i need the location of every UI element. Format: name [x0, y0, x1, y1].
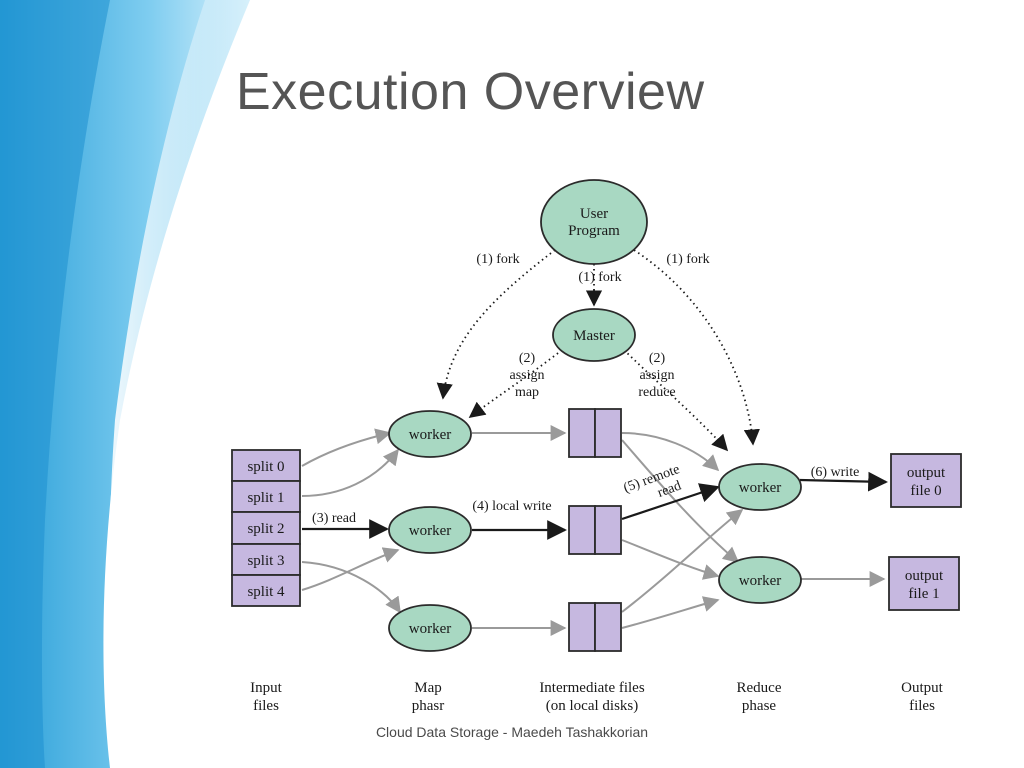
fork-mid-label: (1) fork: [578, 270, 621, 285]
intermediate-files-label-line2: (on local disks): [546, 698, 638, 714]
assign-reduce-arrow: [623, 349, 729, 452]
map-worker-bot: worker: [388, 604, 472, 652]
inter-mid-to-reduce-bot-arrow: [621, 539, 720, 580]
user-program-label-line2: Program: [568, 223, 620, 239]
slide-title: Execution Overview: [236, 63, 705, 121]
assign-map-label-line3: map: [515, 385, 539, 400]
assign-map-arrow: [468, 349, 563, 418]
worker-label: worker: [739, 573, 781, 589]
fork-right-arrow: [633, 249, 760, 446]
split4-to-worker-arrow: [301, 547, 400, 591]
split-2-label: split 2: [247, 521, 284, 537]
assign-map-label-line2: assign: [510, 368, 545, 383]
reduce-worker-top: worker: [718, 463, 802, 511]
inter-top-to-reduce-bot-arrow: [621, 439, 740, 564]
worker-label: worker: [409, 427, 451, 443]
worker-label: worker: [409, 621, 451, 637]
reduce-phase-label-line1: Reduce: [737, 680, 782, 696]
worker-label: worker: [739, 480, 781, 496]
fork-left-arrow: [436, 249, 556, 400]
input-files-label-line1: Input: [250, 680, 282, 696]
split3-to-worker-arrow: [301, 561, 401, 614]
output-file-0-line1: output: [907, 465, 946, 481]
split-3-label: split 3: [247, 553, 284, 569]
intermediate-file-mid: [568, 505, 622, 555]
output-files-label-line1: Output: [901, 680, 944, 696]
map-phase-label-line2: phasr: [412, 698, 445, 714]
local-write-label: (4) local write: [472, 499, 551, 514]
intermediate-files-label-line1: Intermediate files: [539, 680, 645, 696]
assign-map-label-line1: (2): [519, 351, 536, 366]
split-4-label: split 4: [247, 584, 285, 600]
assign-reduce-label-line1: (2): [649, 351, 666, 366]
fork-right-label: (1) fork: [666, 252, 709, 267]
split-4-box: [231, 574, 301, 607]
split-1-box: [231, 480, 301, 513]
input-splits: split 0 split 1 split 2 split 3 split 4: [231, 449, 301, 607]
inter-top-to-reduce-top-arrow: [621, 432, 720, 472]
output-file-1-line1: output: [905, 568, 944, 584]
output-file-0-line2: file 0: [910, 483, 941, 499]
worker-label: worker: [409, 523, 451, 539]
split1-to-worker-arrow: [301, 448, 399, 497]
user-program-node: User Program: [540, 179, 648, 265]
output-file-0: output file 0: [890, 453, 962, 508]
fork-left-label: (1) fork: [476, 252, 519, 267]
map-worker-top: worker: [388, 410, 472, 458]
write-arrow: [799, 471, 888, 492]
input-files-label-line2: files: [253, 698, 279, 714]
user-program-label-line1: User: [580, 206, 608, 222]
background-swoosh: [0, 0, 255, 768]
read-label: (3) read: [312, 511, 356, 526]
output-files-label-line2: files: [909, 698, 935, 714]
map-phase-label-line1: Map: [414, 680, 442, 696]
inter-bot-to-reduce-top-arrow: [621, 509, 744, 613]
write-label: (6) write: [811, 465, 860, 480]
split-0-label: split 0: [247, 459, 284, 475]
inter-bot-to-reduce-bot-arrow: [621, 596, 720, 629]
reduce-worker-bot: worker: [718, 556, 802, 604]
reduce-phase-label-line2: phase: [742, 698, 776, 714]
remote-read-arrow: [621, 483, 720, 521]
intermediate-file-top: [568, 408, 622, 458]
split-3-box: [231, 543, 301, 576]
intermediate-file-bot: [568, 602, 622, 652]
slide-footer: Cloud Data Storage - Maedeh Tashakkorian: [375, 724, 649, 740]
master-label: Master: [573, 328, 615, 344]
map-worker-mid: worker: [388, 506, 472, 554]
split0-to-worker-arrow: [301, 428, 392, 467]
output-file-1: output file 1: [888, 556, 960, 611]
split-1-label: split 1: [247, 490, 284, 506]
assign-reduce-label-line2: assign: [640, 368, 675, 383]
master-node: Master: [552, 308, 636, 362]
output-file-1-line2: file 1: [908, 586, 939, 602]
assign-reduce-label-line3: reduce: [638, 385, 675, 400]
